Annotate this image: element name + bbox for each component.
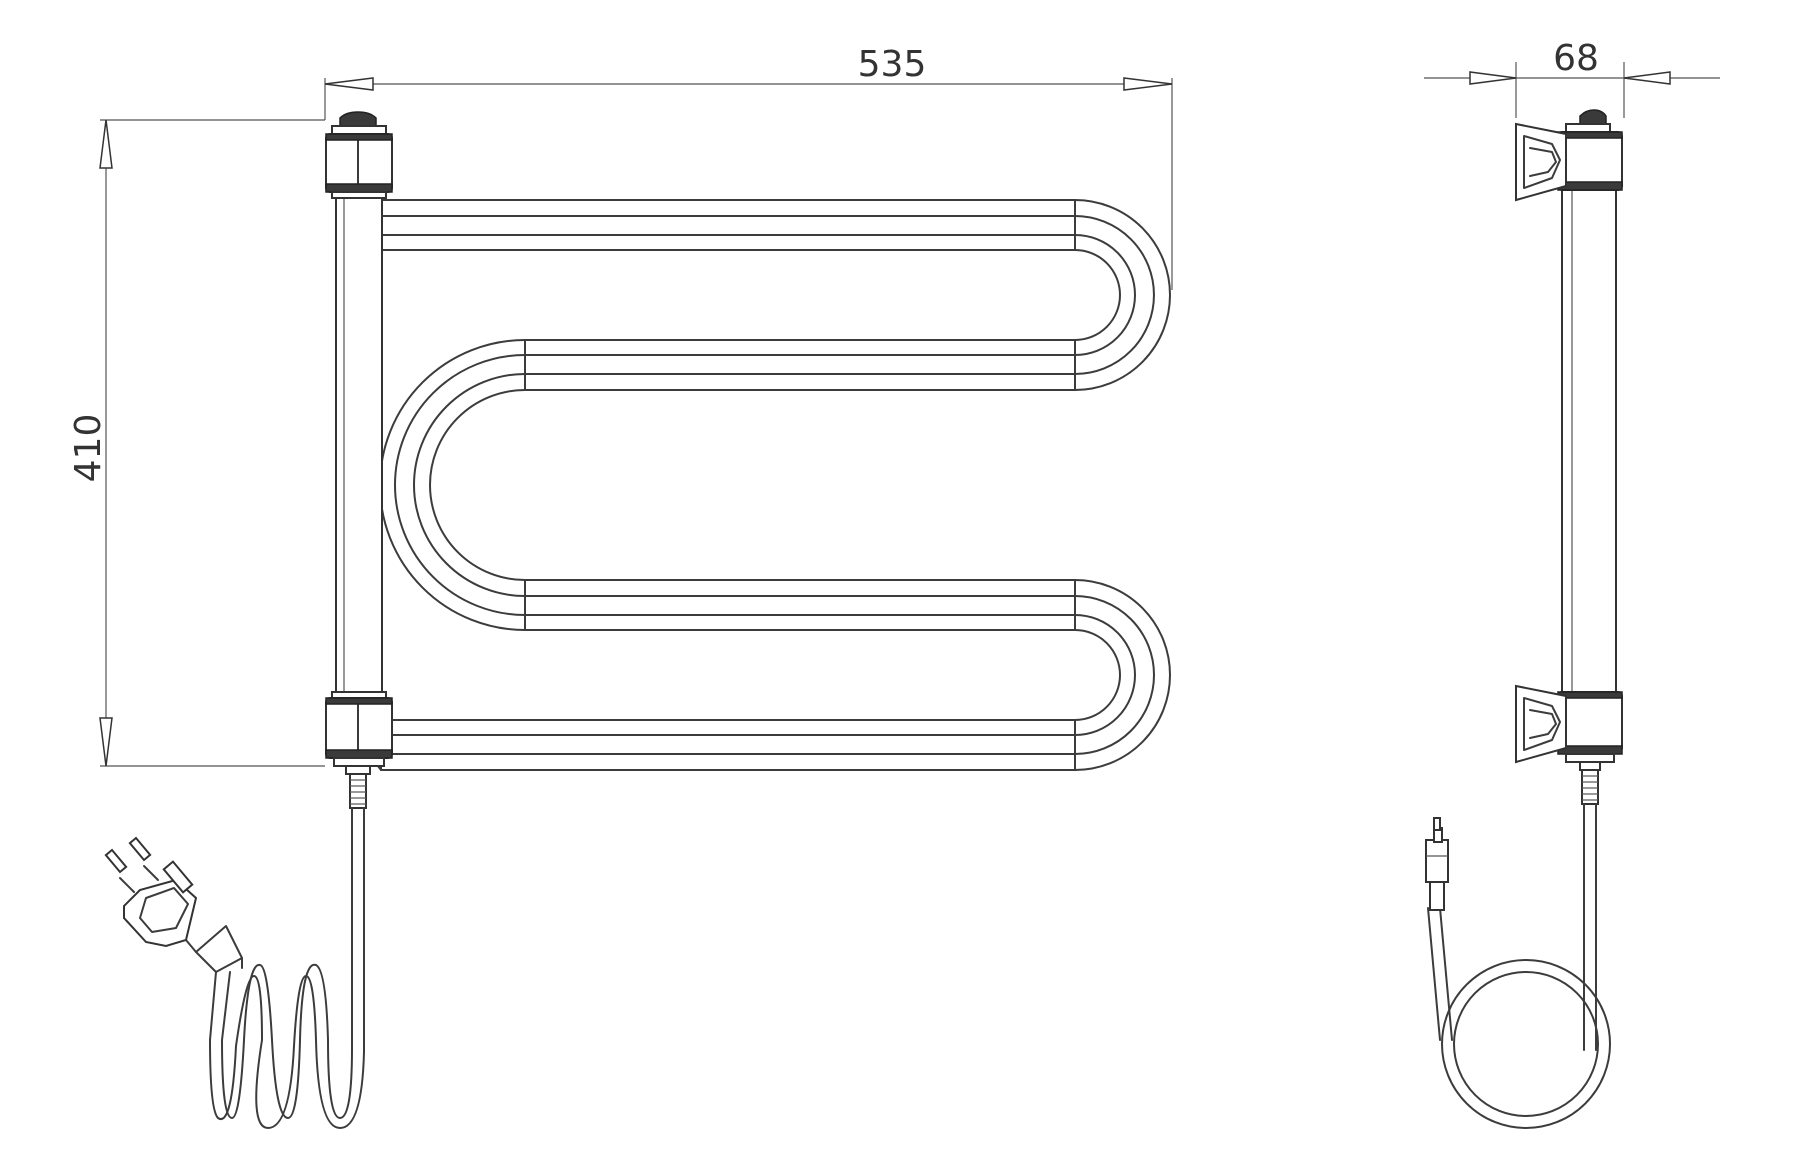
cable-gland [349, 773, 367, 809]
side-tube [1561, 189, 1617, 693]
height-dimension: 410 [68, 119, 325, 767]
front-view: 535 410 [68, 44, 1173, 1129]
side-cable-gland [1581, 769, 1599, 805]
vertical-tube [335, 195, 383, 695]
serpentine-tube [371, 199, 1171, 771]
side-view: 68 [1424, 38, 1720, 1129]
side-top-bracket [1515, 109, 1623, 202]
width-dimension: 535 [324, 44, 1173, 290]
top-mount [325, 111, 393, 199]
side-plug-icon [1425, 817, 1449, 911]
width-dimension-label: 535 [858, 44, 927, 85]
height-dimension-label: 410 [68, 414, 109, 483]
bottom-mount [325, 691, 393, 775]
depth-dimension: 68 [1424, 38, 1720, 118]
side-bottom-bracket [1515, 684, 1623, 771]
depth-dimension-label: 68 [1553, 38, 1599, 79]
side-looped-cable [1427, 803, 1611, 1129]
plug-icon [104, 836, 198, 948]
coiled-cable [185, 807, 365, 1129]
